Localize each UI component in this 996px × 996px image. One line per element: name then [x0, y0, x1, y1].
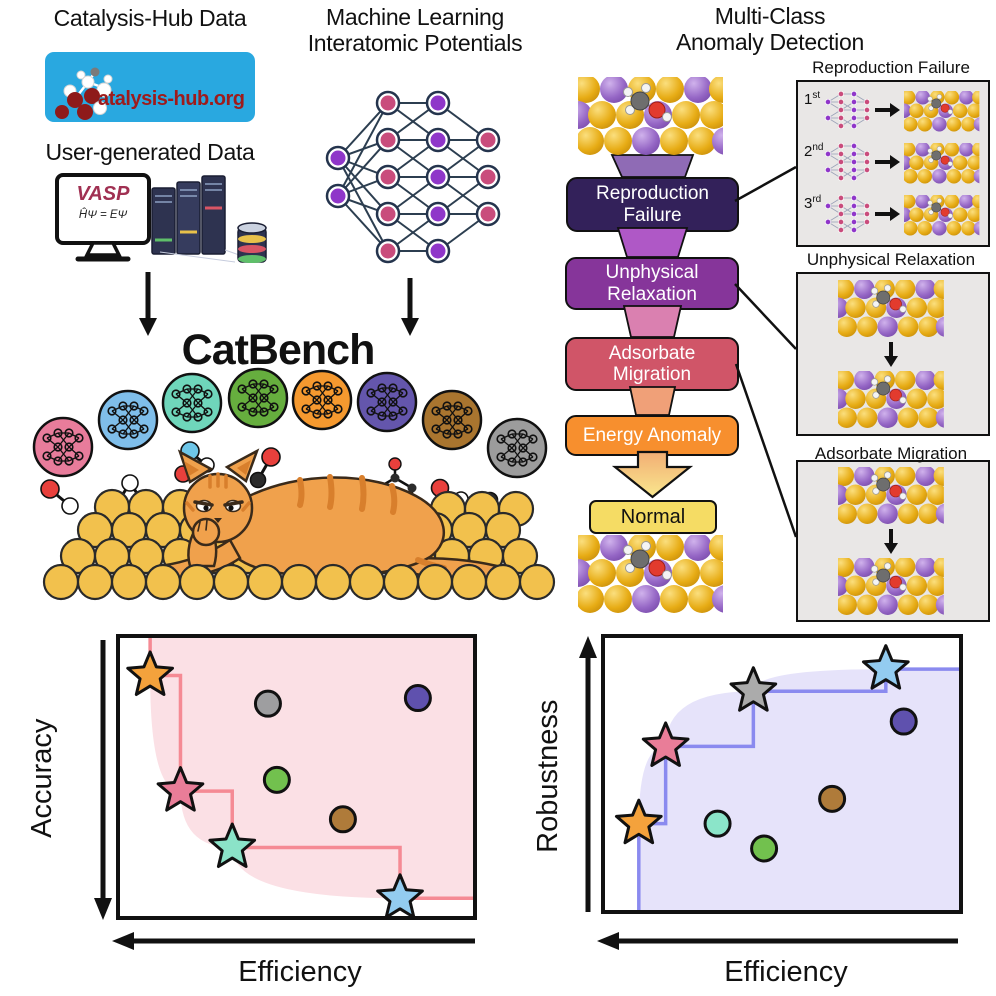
model-circle-0 [32, 416, 94, 478]
orange-model-marker [128, 652, 173, 695]
model-circle-2 [161, 372, 223, 434]
model-circle-5 [356, 371, 418, 433]
stage-reproduction-failure: Reproduction Failure [566, 177, 739, 232]
pareto-step-line [148, 636, 475, 901]
stage-label: Unphysical Relaxation [605, 262, 699, 305]
accuracy-axis-arrow [94, 640, 112, 920]
attempt-1-label: 1st [804, 90, 821, 108]
green-model-marker [750, 834, 779, 863]
attempt-2-label: 2nd [804, 142, 824, 160]
gray-model-marker [253, 689, 282, 718]
efficiency-axis-arrow-right [597, 932, 958, 950]
vasp-logo-text: VASP [76, 183, 130, 205]
brown-model-marker [328, 805, 357, 834]
model-circle-1 [97, 389, 159, 451]
plot-frame [116, 634, 477, 920]
panel-unphysical-relaxation [796, 272, 990, 436]
catalysis-hub-logo-text: atalysis-hub.org [98, 88, 245, 110]
catbench-cat-illustration [150, 448, 506, 582]
stage-label: Normal [620, 505, 686, 528]
robustness-efficiency-plot [601, 634, 963, 914]
anomaly-title-line2: Anomaly Detection [676, 29, 864, 55]
orange-model-marker [616, 800, 661, 843]
gold-atom-slab [59, 488, 539, 575]
efficiency-axis-label-left: Efficiency [238, 956, 362, 988]
panel-title-reproduction-failure: Reproduction Failure [812, 58, 970, 77]
phenol-molecule [373, 457, 417, 522]
gold-atom-slab-front [42, 563, 556, 601]
panel-title-adsorbate-migration: Adsorbate Migration [814, 444, 968, 463]
pareto-step-line [637, 667, 961, 912]
plot-frame [601, 634, 963, 914]
teal-model-marker [210, 824, 255, 867]
teal-model-marker [703, 809, 732, 838]
catalysis-hub-data-title: Catalysis-Hub Data [53, 5, 247, 31]
blue-model-marker [863, 646, 908, 689]
purple-model-marker [889, 707, 918, 736]
ml-title-line2: Interatomic Potentials [307, 30, 523, 56]
floating-molecules [40, 441, 516, 522]
pink-model-marker [643, 723, 688, 766]
user-generated-data-title: User-generated Data [45, 139, 255, 165]
schroedinger-equation: ĤΨ = EΨ [78, 209, 128, 221]
efficiency-axis-label-right: Efficiency [724, 956, 848, 988]
efficiency-axis-arrow-left [112, 932, 475, 950]
anomaly-title-line1: Multi-Class [714, 3, 826, 29]
green-model-marker [262, 765, 291, 794]
stage-adsorbate-migration: Adsorbate Migration [565, 337, 739, 391]
stage-label: Reproduction Failure [595, 183, 710, 226]
panel-connector-lines [734, 165, 798, 538]
brown-model-marker [818, 784, 847, 813]
pareto-shaded-region [150, 636, 475, 899]
pareto-shaded-region [638, 669, 961, 912]
stage-label: Adsorbate Migration [608, 342, 696, 385]
stage-normal: Normal [589, 500, 717, 534]
stage-unphysical-relaxation: Unphysical Relaxation [565, 257, 739, 310]
stage-energy-anomaly: Energy Anomaly [565, 415, 739, 456]
blue-model-marker [378, 875, 423, 918]
server-racks-icon [151, 175, 267, 263]
model-circle-7 [486, 417, 548, 479]
stage-label: Energy Anomaly [582, 424, 722, 446]
model-circle-arc [32, 367, 548, 479]
panel-title-unphysical-relaxation: Unphysical Relaxation [806, 250, 976, 269]
model-circle-4 [291, 369, 353, 431]
catbench-title: CatBench [181, 326, 376, 374]
accuracy-axis-label: Accuracy [25, 718, 58, 838]
model-circle-6 [421, 389, 483, 451]
robustness-axis-arrow [579, 636, 597, 912]
purple-model-marker [403, 684, 432, 713]
robustness-axis-label: Robustness [531, 699, 564, 853]
normal-structure-image [564, 533, 740, 613]
catalysis-hub-logo [45, 52, 255, 122]
gray-model-marker [731, 668, 776, 711]
panel-adsorbate-migration [796, 460, 990, 622]
ml-title-line1: Machine Learning [325, 4, 505, 30]
input-structure-image [564, 75, 740, 155]
accuracy-efficiency-plot [116, 634, 477, 920]
attempt-3-label: 3rd [804, 194, 822, 212]
mlip-neural-network [325, 90, 501, 264]
pink-model-marker [158, 768, 203, 811]
panel-reproduction-failure [796, 80, 990, 247]
model-circle-3 [227, 367, 289, 429]
